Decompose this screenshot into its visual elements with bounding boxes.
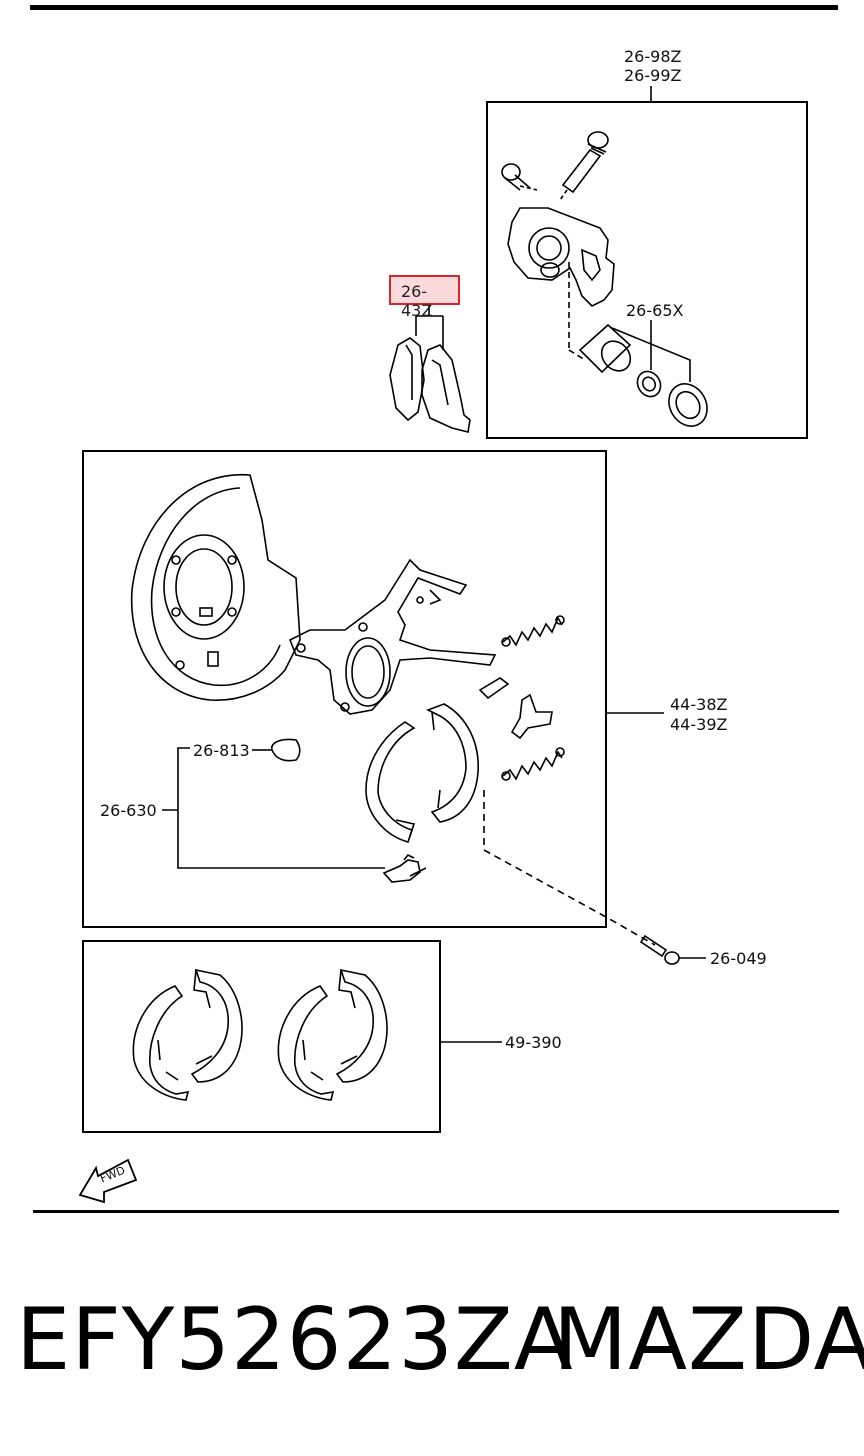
label-shoe-set: 49-390 [505, 1033, 562, 1052]
shoe-set-box [82, 940, 441, 1133]
bleeder-screw-icon [559, 131, 609, 201]
adjuster-strut-icon [478, 677, 510, 700]
label-caliper-b: 26-99Z [624, 66, 682, 85]
parking-shoe-right-icon [426, 703, 479, 823]
label-parking-brake-a: 44-38Z [670, 695, 728, 714]
part-number: EFY52623ZA [16, 1290, 574, 1390]
caliper-body-icon [507, 207, 615, 307]
spring-lower-icon [501, 747, 565, 781]
label-bolt: 26-049 [710, 949, 767, 968]
brand-name: MAZDA [553, 1290, 864, 1390]
dust-boot-icon [668, 383, 708, 427]
adjuster-lever-icon [510, 693, 553, 740]
seal-icon [636, 370, 662, 398]
parking-brake-box [82, 450, 607, 928]
hold-down-pin-icon [264, 738, 301, 762]
backing-plate-icon [130, 473, 301, 701]
shoe-set-left-pair-icon [132, 968, 243, 1101]
bolt-icon [639, 934, 706, 965]
piston-icon [578, 323, 632, 374]
label-hold-down: 26-630 [100, 801, 157, 820]
bottom-rule [33, 1210, 839, 1213]
label-caliper-a: 26-98Z [624, 47, 682, 66]
top-rule [30, 5, 838, 10]
hold-down-bracket [162, 747, 385, 869]
caliper-box [486, 101, 808, 439]
label-piston: 26-65X [626, 301, 684, 320]
footer: EFY52623ZA MAZDA [0, 1290, 864, 1400]
fwd-arrow-icon [78, 1158, 138, 1204]
hold-down-spring-icon [382, 853, 427, 883]
brake-pad-icon [389, 337, 471, 433]
label-pad: 26-43Z [401, 282, 433, 320]
bleeder-cap-icon [501, 163, 538, 191]
highlight-pad-label[interactable]: 26-43Z [389, 275, 460, 320]
label-pin: 26-813 [193, 741, 250, 760]
shoe-set-right-pair-icon [277, 968, 388, 1101]
spring-upper-icon [501, 615, 565, 647]
parking-shoe-left-icon [365, 721, 416, 843]
parking-brake-lever-icon [288, 558, 497, 715]
label-parking-brake-b: 44-39Z [670, 715, 728, 734]
